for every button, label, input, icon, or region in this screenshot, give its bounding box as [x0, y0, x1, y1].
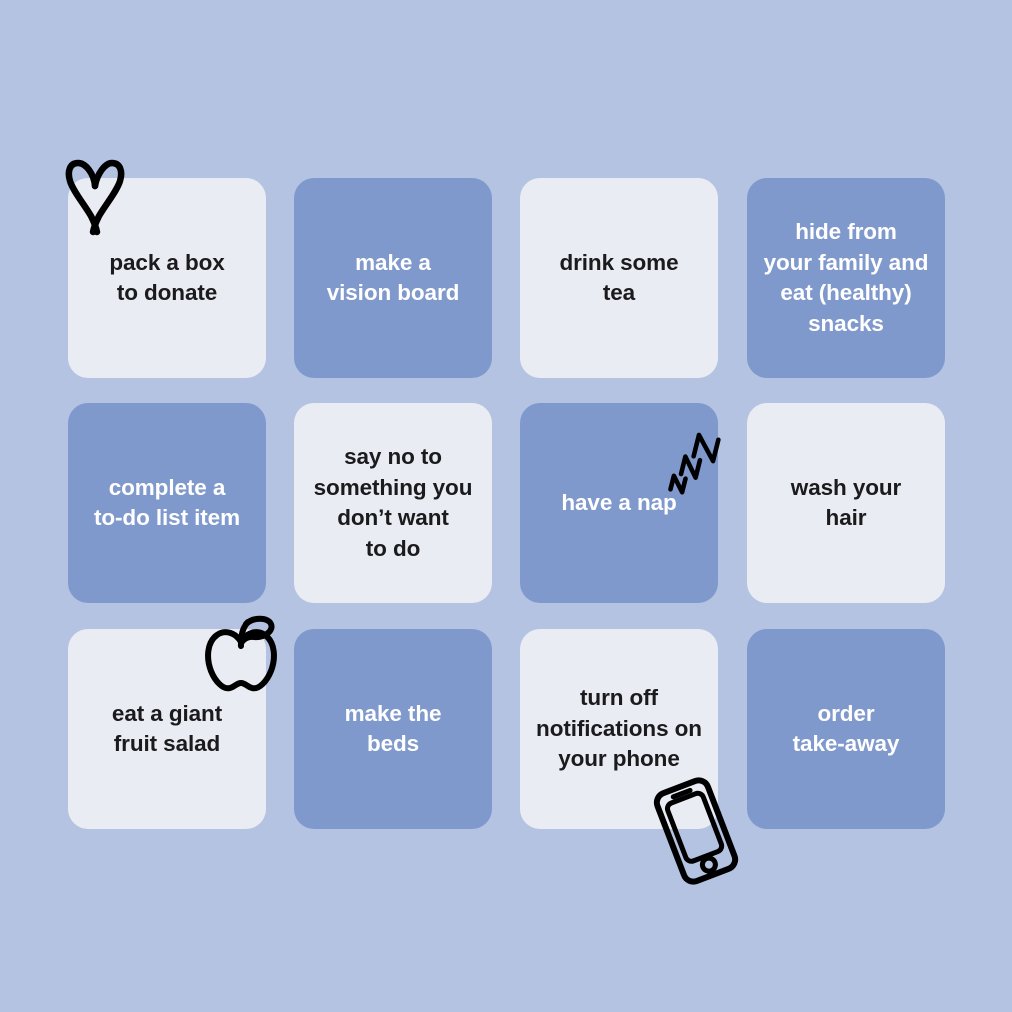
activity-card-label: make the beds [344, 700, 442, 757]
activity-card-say-no-to-something[interactable]: say no to something you don’t want to do [294, 403, 492, 603]
activity-card-make-a-vision-board[interactable]: make a vision board [294, 178, 492, 378]
activity-card-eat-a-giant-fruit-salad[interactable]: eat a giant fruit salad [68, 629, 266, 829]
activity-card-order-take-away[interactable]: order take-away [747, 629, 945, 829]
activity-card-complete-a-to-do-list-item[interactable]: complete a to-do list item [68, 403, 266, 603]
activity-card-label: make a vision board [326, 249, 460, 306]
activity-card-label: pack a box to donate [109, 249, 225, 306]
activity-card-label: drink some tea [559, 249, 679, 306]
activity-card-label: eat a giant fruit salad [111, 700, 223, 757]
activity-card-wash-your-hair[interactable]: wash your hair [747, 403, 945, 603]
activity-card-label: have a nap [561, 489, 677, 515]
activity-card-drink-some-tea[interactable]: drink some tea [520, 178, 718, 378]
activity-card-pack-a-box-to-donate[interactable]: pack a box to donate [68, 178, 266, 378]
activity-card-have-a-nap[interactable]: have a nap [520, 403, 718, 603]
activity-card-label: complete a to-do list item [94, 474, 240, 531]
activity-card-label: say no to something you don’t want to do [313, 444, 473, 561]
activity-card-label: order take-away [792, 700, 900, 757]
activity-card-hide-from-your-family[interactable]: hide from your family and eat (healthy) … [747, 178, 945, 378]
activity-card-turn-off-notifications[interactable]: turn off notifications on your phone [520, 629, 718, 829]
activity-card-label: wash your hair [790, 474, 902, 531]
activity-card-make-the-beds[interactable]: make the beds [294, 629, 492, 829]
activity-card-label: hide from your family and eat (healthy) … [763, 219, 929, 336]
activity-card-label: turn off notifications on your phone [536, 685, 702, 772]
